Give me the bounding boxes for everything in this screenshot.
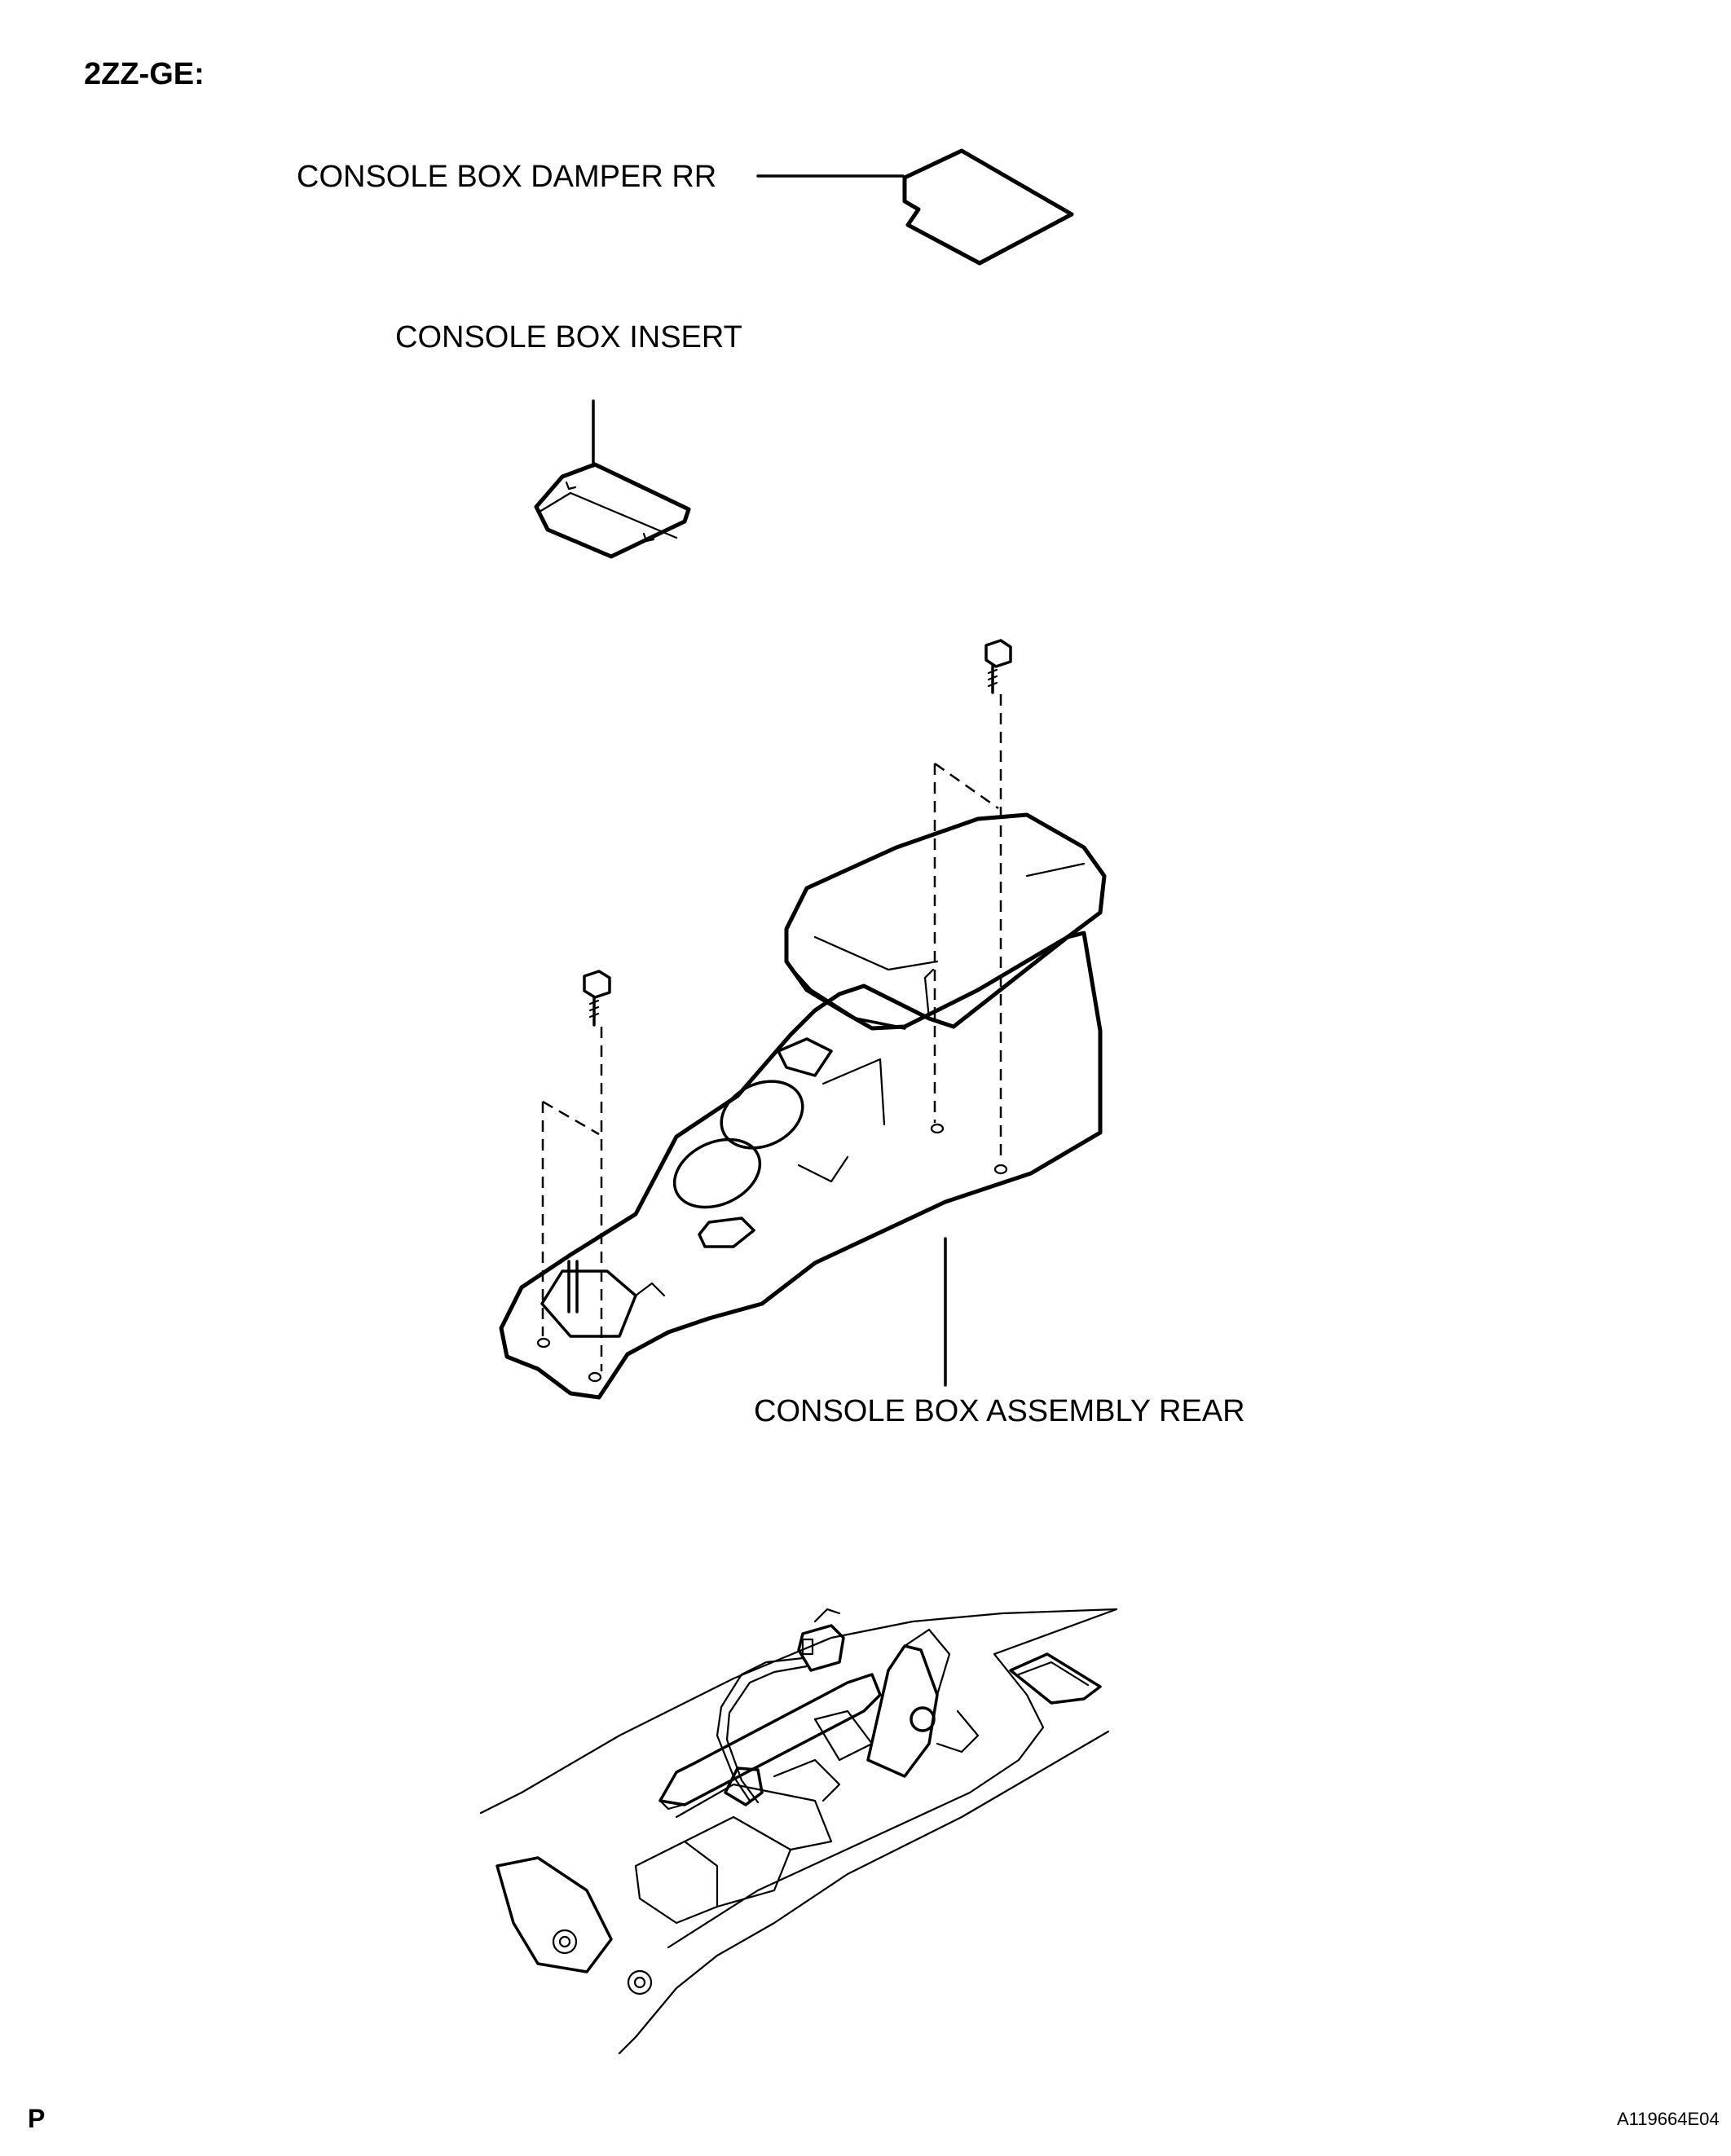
shifter-base — [724, 1767, 764, 1806]
front-screw — [541, 970, 611, 1371]
tunnel-edge — [667, 1608, 1118, 1949]
switch-pocket — [698, 1217, 755, 1248]
front-tray-clip — [634, 1282, 666, 1297]
floor-console-base — [479, 1608, 1118, 2055]
shift-lever-top — [903, 1628, 951, 1696]
screw-hole-front-left — [536, 1337, 551, 1349]
rear-screw-guide-c — [934, 762, 999, 810]
floor-upper-contour — [479, 1608, 1118, 1815]
armrest-lid-lower-edge — [787, 964, 906, 1030]
side-mount — [813, 1709, 874, 1762]
floor-hole-left — [552, 1929, 578, 1955]
shift-knob-ball — [910, 1706, 936, 1732]
wire-harness-b — [725, 1665, 808, 1804]
label-console-box-insert: CONSOLE BOX INSERT — [395, 320, 742, 354]
wire-harness-a — [716, 1657, 804, 1802]
front-screw-thread — [588, 999, 600, 1019]
parking-brake-lever — [658, 1673, 882, 1806]
front-screw-head — [583, 970, 611, 999]
insert-notch-right — [642, 532, 655, 543]
rear-tray-pocket — [777, 1037, 833, 1077]
cup-holder-rear — [720, 1080, 804, 1150]
wiring-connector — [797, 1624, 845, 1672]
front-screw-guide-c — [542, 1100, 600, 1136]
floor-hole-left-inner — [558, 1935, 571, 1948]
side-panel-edge — [821, 1058, 886, 1126]
armrest-lid-seam — [923, 968, 935, 1020]
armrest-lid — [784, 812, 1107, 1031]
console-box-damper-rr — [756, 148, 1074, 266]
cable-bracket — [773, 1758, 841, 1802]
rear-screw-head — [984, 639, 1012, 668]
shift-lever-housing — [866, 1644, 939, 1778]
parking-brake-grip-end — [658, 1799, 685, 1811]
armrest-lid-seam-right — [1025, 862, 1086, 878]
corner-mark: P — [28, 2104, 46, 2133]
insert-notch-left — [565, 481, 577, 491]
insert-outline — [534, 462, 691, 559]
rear-screw-thread — [987, 668, 998, 688]
label-console-box-damper-rr: CONSOLE BOX DAMPER RR — [297, 160, 717, 194]
engine-code-heading: 2ZZ-GE: — [84, 57, 205, 91]
screw-hole-front-right — [588, 1371, 602, 1383]
bracket-plate — [683, 1815, 792, 1908]
floor-lower-contour — [618, 1730, 1110, 2055]
floor-hole-right-inner — [633, 1976, 646, 1989]
damper-outline — [902, 148, 1074, 266]
screw-hole-rear-left — [930, 1123, 945, 1134]
shift-linkage — [936, 1709, 980, 1753]
floor-bracket-front — [496, 1856, 613, 1973]
connector-tab — [813, 1608, 841, 1623]
connector-latch — [801, 1638, 814, 1656]
armrest-lid-crease — [813, 935, 939, 971]
holder-divider — [797, 1155, 849, 1183]
console-box-insert — [534, 399, 691, 559]
screw-hole-rear-right — [993, 1164, 1008, 1175]
rear-screw — [933, 639, 1012, 1161]
console-box-assembly-rear — [499, 812, 1107, 1400]
floor-hole-right — [627, 1969, 653, 1995]
insert-inner-edge — [538, 491, 678, 539]
console-body-outline — [499, 931, 1103, 1400]
shift-boot-lower — [634, 1840, 719, 1925]
label-console-box-assembly-rear: CONSOLE BOX ASSEMBLY REAR — [754, 1394, 1245, 1428]
rear-vent-duct-inner — [1017, 1661, 1090, 1687]
front-tray — [540, 1269, 637, 1338]
cup-holder-front — [672, 1137, 762, 1209]
figure-id: A119664E04 — [1617, 2109, 1720, 2129]
rear-vent-duct — [1009, 1652, 1102, 1705]
center-opening — [675, 1783, 833, 1851]
